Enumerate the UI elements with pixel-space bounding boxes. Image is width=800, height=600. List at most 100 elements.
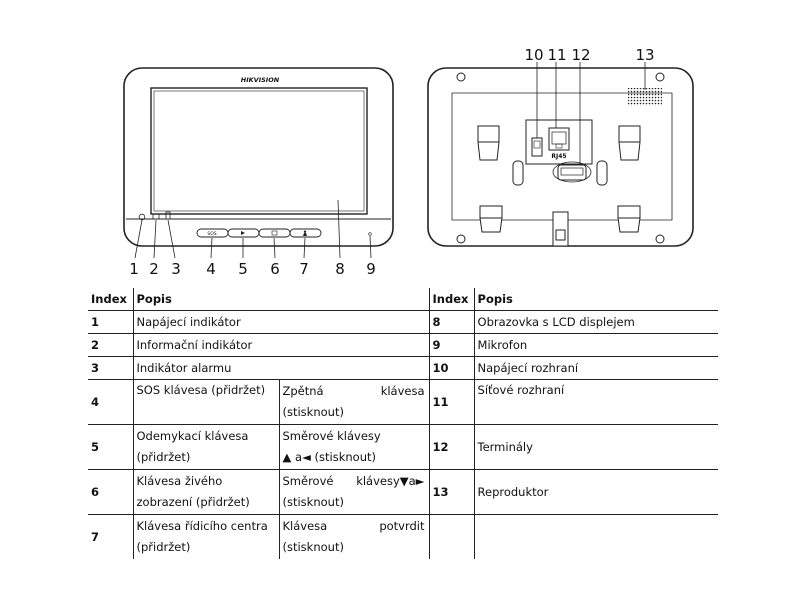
row-description: Indikátor alarmu — [132, 356, 430, 380]
row-extra-line: ▲ a◄ (stisknout) — [282, 450, 377, 464]
device-diagram: HIKVISION SOS 1 2 3 4 5 6 7 8 — [123, 46, 694, 278]
row-extra: Zpětná klávesa (stisknout) — [278, 379, 430, 425]
row-description-line: Odemykací klávesa — [136, 429, 249, 443]
row-description-right: Mikrofon — [473, 333, 719, 357]
row-index-right: 13 — [428, 469, 475, 515]
row-description-right: Síťové rozhraní — [473, 379, 719, 425]
table-row: 4 SOS klávesa (přidržet) Zpětná klávesa (… — [88, 379, 719, 425]
microphone-hole — [368, 232, 372, 236]
callout-13: 13 — [635, 46, 654, 64]
alarm-indicator-icon — [165, 211, 171, 220]
table-row: 2 Informační indikátor 9 Mikrofon — [88, 333, 719, 357]
callout-7: 7 — [299, 260, 309, 278]
table-row: 1 Napájecí indikátor 8 Obrazovka s LCD d… — [88, 310, 719, 334]
row-description-line: (přidržet) — [136, 450, 191, 464]
row-extra-line: (stisknout) — [282, 540, 344, 554]
row-extra-word: Klávesa — [282, 519, 328, 533]
row-extra-line: (stisknout) — [282, 405, 344, 419]
center-button — [289, 228, 322, 238]
row-extra-word: Zpětná — [282, 384, 324, 398]
indicators — [138, 211, 171, 221]
mounting-hooks — [477, 125, 641, 247]
header-index: Index — [88, 288, 133, 311]
row-extra: Směrové klávesy ▲ a◄ (stisknout) — [278, 424, 430, 470]
row-extra-word: klávesy▼a► — [356, 474, 425, 488]
callout-5: 5 — [238, 260, 248, 278]
row-extra: Směrové klávesy▼a► (stisknout) — [278, 469, 430, 515]
back-inner-outline — [451, 92, 673, 221]
front-callouts: 1 2 3 4 5 6 7 8 9 — [129, 260, 376, 278]
front-leaders — [134, 199, 372, 259]
header-index-right: Index — [428, 288, 475, 311]
brand-logo: HIKVISION — [241, 76, 280, 84]
row-index: 6 — [88, 469, 133, 515]
callout-9: 9 — [366, 260, 376, 278]
callout-8: 8 — [335, 260, 345, 278]
row-description-right: Napájecí rozhraní — [473, 356, 719, 380]
row-index: 1 — [88, 310, 133, 334]
header-popis: Popis — [132, 288, 430, 311]
component-table: Index Popis Index Popis 1 Napájecí indik… — [88, 288, 719, 559]
live-view-button — [258, 228, 291, 238]
front-buttons — [196, 228, 322, 238]
connector-panel — [525, 119, 593, 183]
callout-2: 2 — [149, 260, 159, 278]
row-description-line: Klávesa živého — [136, 474, 223, 488]
row-index-right: 9 — [428, 333, 475, 357]
callout-3: 3 — [171, 260, 181, 278]
callout-12: 12 — [571, 46, 590, 64]
unlock-icon — [241, 231, 245, 235]
front-housing — [123, 67, 394, 247]
row-description: Klávesa živého zobrazení (přidržet) — [132, 469, 279, 515]
front-view — [123, 67, 394, 247]
row-description-right: Terminály — [473, 424, 719, 470]
row-extra-word: klávesa — [380, 384, 425, 398]
row-extra-line: (stisknout) — [282, 495, 344, 509]
row-extra: Klávesa potvrdit (stisknout) — [278, 514, 430, 559]
row-extra-line: Směrové klávesy — [282, 429, 381, 443]
row-index: 3 — [88, 356, 133, 380]
power-indicator — [138, 213, 146, 221]
speaker-grille — [628, 88, 662, 106]
row-description: Napájecí indikátor — [132, 310, 430, 334]
info-indicator-icon — [152, 213, 160, 220]
power-port — [531, 137, 543, 157]
header-popis-right: Popis — [473, 288, 719, 311]
person-icon — [303, 230, 307, 236]
camera-icon — [271, 230, 278, 236]
table-header: Index Popis Index Popis — [88, 288, 719, 311]
button-icons — [241, 230, 307, 236]
row-description-line: zobrazení (přidržet) — [136, 495, 250, 509]
row-description-right — [473, 514, 719, 559]
callout-4: 4 — [206, 260, 216, 278]
row-description: Odemykací klávesa (přidržet) — [132, 424, 279, 470]
table-row: 5 Odemykací klávesa (přidržet) Směrové k… — [88, 424, 719, 470]
back-leaders — [536, 62, 646, 165]
row-index-right — [428, 514, 475, 559]
row-description: Klávesa řídicího centra (přidržet) — [132, 514, 279, 559]
row-description: Informační indikátor — [132, 333, 430, 357]
row-description: SOS klávesa (přidržet) — [132, 379, 279, 425]
callout-1: 1 — [129, 260, 139, 278]
row-extra-word: potvrdit — [379, 519, 425, 533]
callout-6: 6 — [270, 260, 280, 278]
row-index: 2 — [88, 333, 133, 357]
row-index: 4 — [88, 379, 133, 425]
table-row: 6 Klávesa živého zobrazení (přidržet) Sm… — [88, 469, 719, 515]
table-row: 7 Klávesa řídicího centra (přidržet) Klá… — [88, 514, 719, 559]
bottom-tab — [552, 211, 569, 247]
row-description-right: Obrazovka s LCD displejem — [473, 310, 719, 334]
row-description-line: (přidržet) — [136, 540, 191, 554]
row-index-right: 12 — [428, 424, 475, 470]
callout-10: 10 — [524, 46, 543, 64]
back-callouts: 10 11 12 13 — [524, 46, 654, 64]
row-extra-word: Směrové — [282, 474, 334, 488]
terminal-block — [557, 164, 587, 181]
row-description-line: Klávesa řídicího centra — [136, 519, 268, 533]
rj45-label: RJ45 — [551, 153, 566, 160]
sos-button-label: SOS — [207, 231, 216, 237]
lcd-screen — [150, 87, 368, 215]
callout-11: 11 — [547, 46, 566, 64]
row-index: 7 — [91, 529, 100, 544]
row-index-right: 8 — [428, 310, 475, 334]
